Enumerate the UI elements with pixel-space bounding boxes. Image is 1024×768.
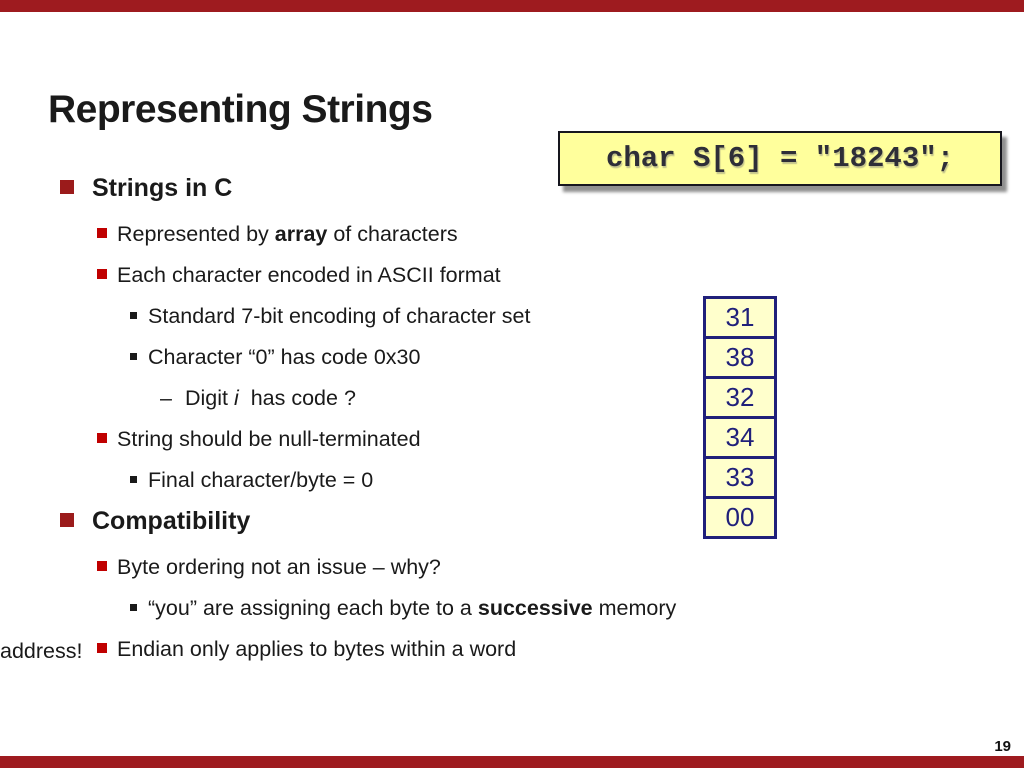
bullet-text: Character “0” has code 0x30 — [148, 345, 420, 369]
bullet-line: “you” are assigning each byte to a succe… — [0, 588, 690, 663]
text-segment: array — [274, 222, 328, 246]
bullet-text: Represented by array of characters — [117, 222, 458, 246]
bullet-line: String should be null-terminated — [0, 419, 690, 460]
text-segment: Endian only applies to bytes within a wo… — [117, 637, 517, 661]
dash-bullet-icon: – — [160, 386, 172, 410]
square-bullet-icon — [130, 476, 137, 483]
square-bullet-icon — [97, 643, 107, 653]
bullet-line: Represented by array of characters — [0, 214, 690, 255]
bullet-text: Strings in C — [92, 174, 232, 202]
code-text: char S[6] = "18243"; — [605, 142, 955, 175]
bullet-text: Final character/byte = 0 — [148, 468, 373, 492]
top-accent-bar — [0, 0, 1024, 12]
bullet-text: “you” are assigning each byte to a succe… — [0, 596, 682, 663]
bottom-accent-bar — [0, 756, 1024, 768]
square-bullet-icon — [97, 433, 107, 443]
bullet-text: Standard 7-bit encoding of character set — [148, 304, 530, 328]
square-bullet-icon — [130, 353, 137, 360]
square-bullet-icon — [97, 561, 107, 571]
memory-cell: 33 — [703, 456, 777, 499]
text-segment: Strings in C — [92, 174, 233, 202]
square-bullet-icon — [130, 604, 137, 611]
text-segment: Each character encoded in ASCII format — [117, 263, 501, 287]
text-segment: Compatibility — [92, 507, 251, 535]
memory-cell: 38 — [703, 336, 777, 379]
bullet-list: Strings in C Represented by array of char… — [0, 168, 690, 670]
text-segment: has code ? — [238, 386, 356, 410]
text-segment: String should be null-terminated — [117, 427, 421, 451]
bullet-line: Compatibility — [0, 501, 690, 547]
memory-cell: 31 — [703, 296, 777, 339]
text-segment: Byte ordering not an issue – why? — [117, 555, 441, 579]
text-segment: of characters — [327, 222, 458, 246]
memory-cell: 00 — [703, 496, 777, 539]
bullet-text: Compatibility — [92, 507, 250, 535]
text-segment: successive — [477, 596, 593, 620]
page-number: 19 — [994, 738, 1011, 755]
square-bullet-icon — [97, 228, 107, 238]
text-segment: Digit — [185, 386, 234, 410]
bullet-line: Character “0” has code 0x30 — [0, 337, 690, 378]
text-segment: memory address! — [0, 596, 683, 663]
square-bullet-icon — [60, 180, 74, 194]
text-segment: “you” are assigning each byte to a — [148, 596, 478, 620]
bullet-line: Standard 7-bit encoding of character set — [0, 296, 690, 337]
text-segment: i — [233, 386, 239, 410]
bullet-line: Strings in C — [0, 168, 690, 214]
code-callout-box: char S[6] = "18243"; — [558, 131, 1002, 186]
text-segment: Represented by — [117, 222, 275, 246]
text-segment: Character “0” has code 0x30 — [148, 345, 421, 369]
bullet-line: Byte ordering not an issue – why? — [0, 547, 690, 588]
square-bullet-icon — [130, 312, 137, 319]
bullet-text: String should be null-terminated — [117, 427, 421, 451]
memory-cell: 32 — [703, 376, 777, 419]
bullet-text: Each character encoded in ASCII format — [117, 263, 501, 287]
page-title: Representing Strings — [48, 88, 433, 132]
square-bullet-icon — [60, 513, 74, 527]
bullet-text: Endian only applies to bytes within a wo… — [117, 637, 516, 661]
bullet-line: Each character encoded in ASCII format — [0, 255, 690, 296]
text-segment: Final character/byte = 0 — [148, 468, 374, 492]
square-bullet-icon — [97, 269, 107, 279]
bullet-line: –Digit i has code ? — [0, 378, 690, 419]
bullet-text: Byte ordering not an issue – why? — [117, 555, 441, 579]
bullet-line: Endian only applies to bytes within a wo… — [0, 629, 690, 670]
memory-cell: 34 — [703, 416, 777, 459]
bullet-text: Digit i has code ? — [185, 386, 356, 410]
text-segment: Standard 7-bit encoding of character set — [148, 304, 531, 328]
bullet-line: Final character/byte = 0 — [0, 460, 690, 501]
